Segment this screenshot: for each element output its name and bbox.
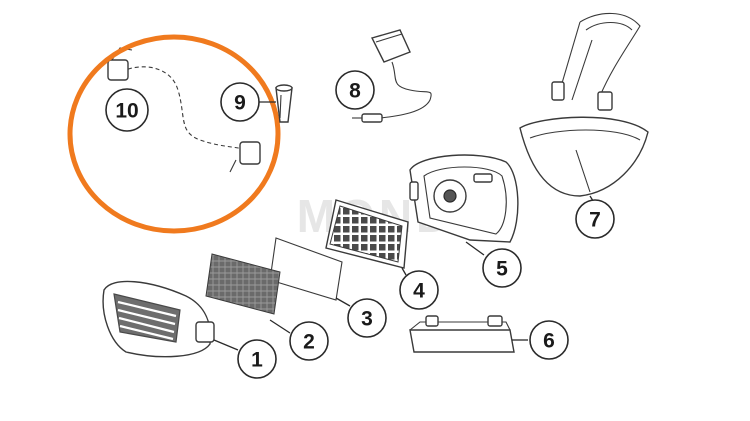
- callout-5: 5: [482, 248, 522, 288]
- callout-4: 4: [399, 270, 439, 310]
- highlight-circle: [67, 34, 281, 234]
- leader-line-2: [269, 319, 291, 334]
- svg-text:9: 9: [234, 92, 246, 115]
- svg-text:7: 7: [589, 209, 601, 232]
- part-10-hose: [107, 47, 261, 173]
- callout-9: 9: [220, 82, 260, 122]
- part-5-blower-unit: [409, 154, 519, 243]
- part-3-prefilter-sheet: [269, 237, 343, 301]
- svg-text:8: 8: [349, 80, 361, 103]
- svg-text:5: 5: [496, 258, 508, 281]
- callout-6: 6: [529, 320, 569, 360]
- part-2-mesh-screen: [205, 253, 281, 315]
- svg-text:6: 6: [543, 330, 555, 353]
- part-8-charger: [352, 29, 432, 123]
- part-7-harness: [519, 12, 649, 197]
- svg-text:4: 4: [413, 280, 425, 303]
- callout-3: 3: [347, 298, 387, 338]
- leader-line-4: [401, 267, 407, 276]
- svg-text:10: 10: [115, 100, 138, 123]
- svg-text:3: 3: [361, 308, 373, 331]
- leader-line-3: [335, 297, 351, 307]
- svg-text:2: 2: [303, 331, 315, 354]
- callout-8: 8: [335, 70, 375, 110]
- svg-text:1: 1: [251, 349, 263, 372]
- leader-line-1: [213, 339, 239, 351]
- part-4-filter: [325, 199, 409, 269]
- part-9-cartridge: [275, 84, 293, 123]
- callout-7: 7: [575, 199, 615, 239]
- part-1-front-cover: [102, 280, 215, 358]
- part-6-battery: [409, 315, 515, 353]
- leader-line-5: [465, 241, 485, 256]
- callout-2: 2: [289, 321, 329, 361]
- callout-10: 10: [105, 88, 149, 132]
- callout-1: 1: [237, 339, 277, 379]
